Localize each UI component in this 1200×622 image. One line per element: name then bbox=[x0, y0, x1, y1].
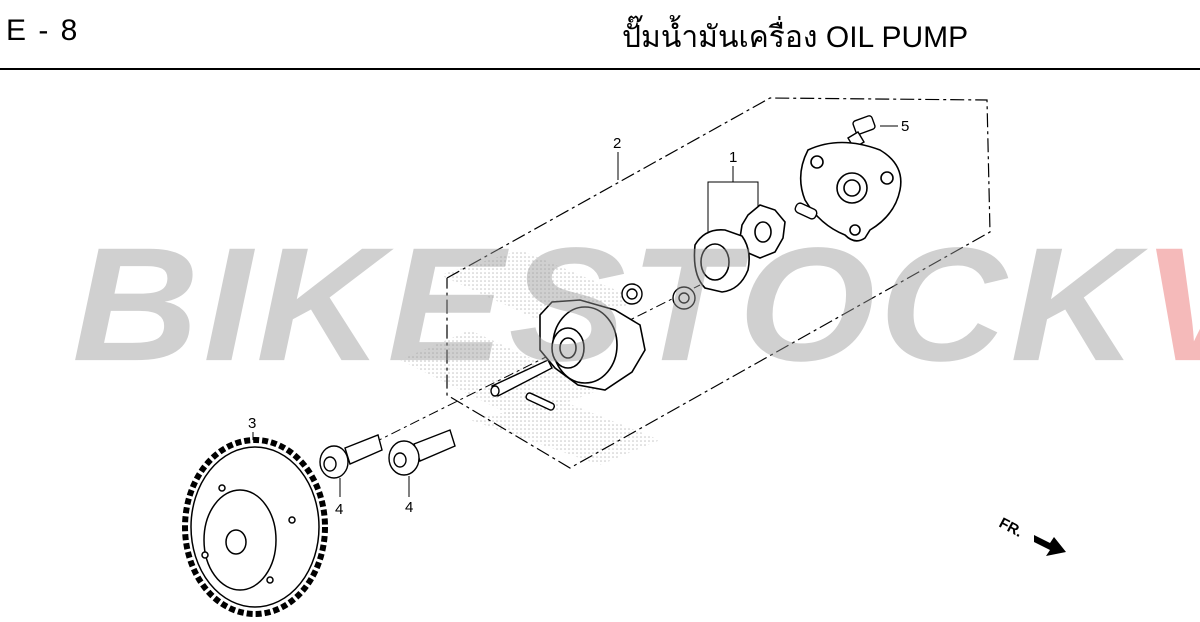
pump-shaft bbox=[490, 359, 553, 397]
front-direction-indicator: FR. bbox=[996, 515, 1066, 556]
pump-cover-plate bbox=[799, 141, 902, 242]
header-divider bbox=[0, 68, 1200, 70]
flange-bolt-4-right bbox=[388, 429, 456, 476]
front-direction-label: FR. bbox=[996, 515, 1025, 541]
inner-rotor bbox=[739, 204, 786, 259]
page-title: ปั๊มน้ำมันเครื่อง OIL PUMP bbox=[622, 21, 969, 54]
flange-bolt-4-left bbox=[319, 434, 383, 479]
outer-rotor bbox=[693, 228, 750, 293]
callout-4-right: 4 bbox=[405, 499, 413, 516]
watermark-part-1: BIKESTOCK bbox=[72, 214, 1142, 396]
driven-gear bbox=[182, 437, 328, 617]
assembly-outline bbox=[446, 97, 991, 469]
bushing-b bbox=[672, 286, 696, 310]
callout-5: 5 bbox=[901, 118, 909, 135]
pump-body bbox=[539, 299, 646, 391]
bushing-a bbox=[621, 283, 643, 305]
front-direction-arrow bbox=[1034, 535, 1066, 556]
bikestockvn-watermark: BIKESTOCKVN bbox=[72, 224, 1200, 386]
shaft-pin bbox=[525, 392, 555, 411]
dowel-pin bbox=[794, 202, 818, 220]
callout-1: 1 bbox=[729, 149, 737, 166]
callout-4-left: 4 bbox=[335, 501, 343, 518]
watermark-part-2: VN bbox=[1141, 215, 1200, 395]
page-code: E - 8 bbox=[6, 14, 80, 47]
callout-2: 2 bbox=[613, 135, 621, 152]
callout-3: 3 bbox=[248, 415, 256, 432]
